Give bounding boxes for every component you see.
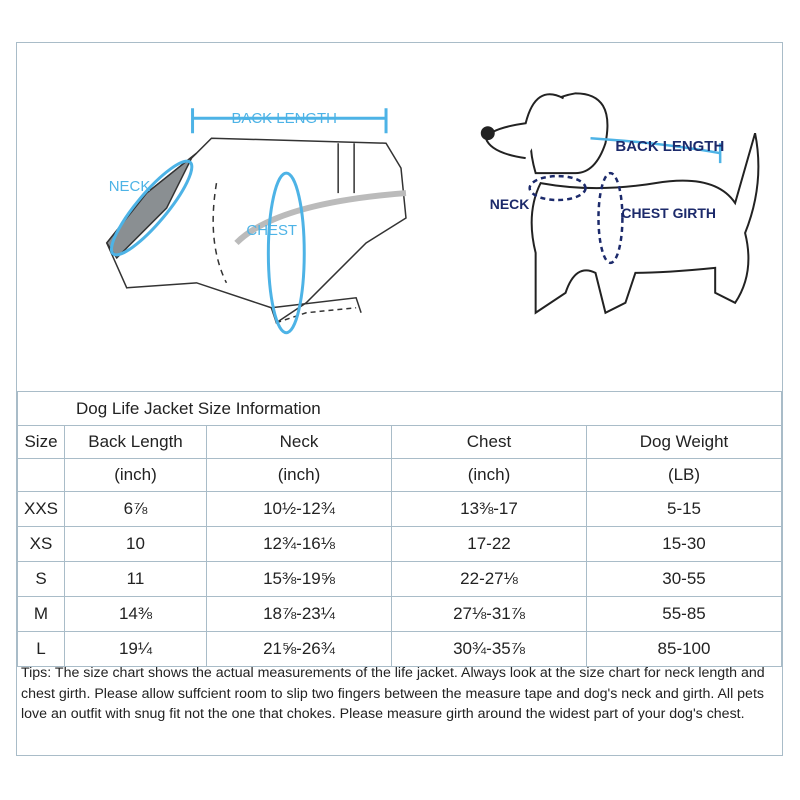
- table-cell: 11: [64, 561, 207, 597]
- table-cell: 10: [64, 526, 207, 562]
- table-cell: 85-100: [586, 631, 782, 667]
- units-row: (inch) (inch) (inch) (LB): [17, 458, 782, 492]
- header-back-length: Back Length: [64, 425, 207, 459]
- table-cell: XXS: [17, 491, 65, 527]
- table-cell: 30¾-35⅞: [391, 631, 587, 667]
- table-cell: 27⅛-31⅞: [391, 596, 587, 632]
- table-cell: S: [17, 561, 65, 597]
- unit-cell: (inch): [206, 458, 392, 492]
- header-row: Size Back Length Neck Chest Dog Weight: [17, 425, 782, 459]
- table-cell: L: [17, 631, 65, 667]
- life-jacket-illustration: [105, 137, 407, 324]
- table-cell: 5-15: [586, 491, 782, 527]
- table-cell: 55-85: [586, 596, 782, 632]
- table-cell: 19¼: [64, 631, 207, 667]
- unit-cell: [17, 458, 65, 492]
- tips-text: Tips: The size chart shows the actual me…: [21, 665, 765, 722]
- table-cell: 13⅜-17: [391, 491, 587, 527]
- header-dog-weight: Dog Weight: [586, 425, 782, 459]
- unit-cell: (LB): [586, 458, 782, 492]
- table-cell: 14⅜: [64, 596, 207, 632]
- table-cell: 18⅞-23¼: [206, 596, 392, 632]
- table-cell: M: [17, 596, 65, 632]
- table-cell: 30-55: [586, 561, 782, 597]
- dog-chest-girth-label: CHEST GIRTH: [621, 205, 716, 221]
- table-cell: 22-27⅛: [391, 561, 587, 597]
- table-cell: 15-30: [586, 526, 782, 562]
- dog-back-length-label: BACK LENGTH: [615, 138, 724, 155]
- table-cell: 12¾-16⅛: [206, 526, 392, 562]
- dog-measure-marks: [528, 136, 722, 265]
- table-cell: 17-22: [391, 526, 587, 562]
- dog-neck-label: NECK: [490, 196, 530, 212]
- header-neck: Neck: [206, 425, 392, 459]
- unit-cell: (inch): [64, 458, 207, 492]
- table-cell: 6⅞: [64, 491, 207, 527]
- table-title: Dog Life Jacket Size Information: [17, 391, 782, 426]
- jacket-neck-label: NECK: [109, 178, 151, 195]
- table-cell: 10½-12¾: [206, 491, 392, 527]
- unit-cell: (inch): [391, 458, 587, 492]
- header-chest: Chest: [391, 425, 587, 459]
- jacket-measure-marks: [110, 108, 388, 335]
- table-cell: 15⅜-19⅝: [206, 561, 392, 597]
- jacket-chest-label: CHEST: [246, 222, 297, 239]
- illustration-panel: BACK LENGTH NECK CHEST BACK LENGTH NECK …: [105, 92, 760, 335]
- size-table: Dog Life Jacket Size Information Size Ba…: [17, 391, 782, 667]
- jacket-back-length-label: BACK LENGTH: [231, 110, 337, 127]
- table-cell: 21⅝-26¾: [206, 631, 392, 667]
- size-chart: BACK LENGTH NECK CHEST BACK LENGTH NECK …: [16, 42, 783, 756]
- table-cell: XS: [17, 526, 65, 562]
- dog-illustration: [480, 92, 760, 315]
- header-size: Size: [17, 425, 65, 459]
